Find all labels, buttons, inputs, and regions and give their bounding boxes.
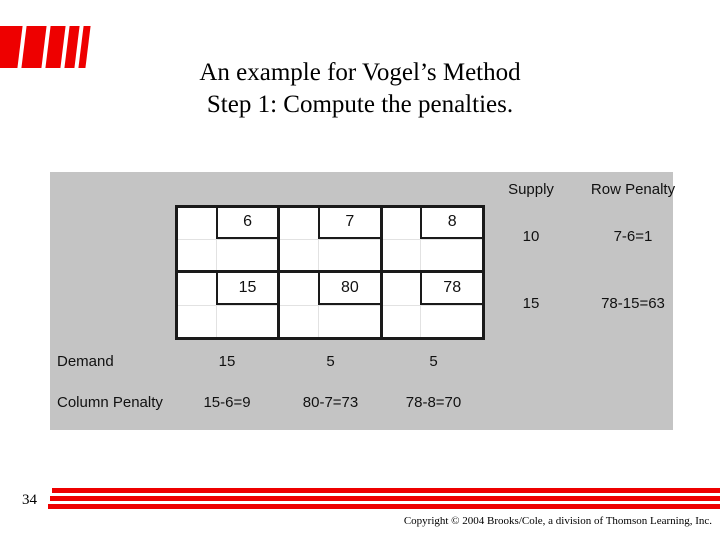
grid-cell[interactable]: 78 <box>382 272 482 337</box>
column-penalty-row-label: Column Penalty <box>57 394 163 411</box>
grid-cell[interactable]: 7 <box>280 208 383 270</box>
slide-number: 34 <box>22 492 37 508</box>
supply-column-header: Supply <box>508 181 554 198</box>
grid-cell[interactable]: 15 <box>178 272 281 337</box>
cell-vline <box>420 238 422 270</box>
demand-value: 5 <box>326 353 335 370</box>
footer-bar-1 <box>52 488 720 493</box>
cost-value: 7 <box>318 208 380 239</box>
supply-value: 15 <box>522 295 540 312</box>
demand-value: 5 <box>429 353 438 370</box>
grid-cell[interactable]: 8 <box>382 208 482 270</box>
cost-value: 78 <box>420 272 482 305</box>
grid-row: 15 80 78 <box>178 272 482 337</box>
cost-value: 15 <box>215 272 278 305</box>
demand-value: 15 <box>218 353 236 370</box>
footer-bar-3 <box>48 504 720 509</box>
cost-grid: 6 7 8 15 80 <box>175 205 485 340</box>
supply-value: 10 <box>522 228 540 245</box>
footer-accent-bars <box>48 488 720 514</box>
cell-vline <box>318 304 320 337</box>
slide-title-line-2: Step 1: Compute the penalties. <box>206 91 514 118</box>
column-penalty-value: 15-6=9 <box>203 394 251 411</box>
cell-vline <box>318 238 320 270</box>
slide-title-line-1: An example for Vogel’s Method <box>199 59 521 86</box>
tableau-panel: Supply Row Penalty 6 7 8 1 <box>50 172 675 430</box>
cell-vline <box>420 304 422 337</box>
cell-midline <box>178 304 278 306</box>
cell-midline <box>382 238 482 240</box>
grid-cell[interactable]: 80 <box>280 272 383 337</box>
logo-bar-1 <box>0 26 23 68</box>
row-penalty-value: 78-15=63 <box>601 295 665 312</box>
column-penalty-value: 78-8=70 <box>405 394 462 411</box>
cell-midline <box>382 304 482 306</box>
cell-midline <box>280 238 380 240</box>
copyright-notice: Copyright © 2004 Brooks/Cole, a division… <box>403 515 712 527</box>
cost-value: 80 <box>318 272 380 305</box>
slide-title: An example for Vogel’s Method Step 1: Co… <box>60 57 660 121</box>
cell-midline <box>280 304 380 306</box>
row-penalty-column-header: Row Penalty <box>590 181 676 198</box>
logo-bar-2 <box>21 26 47 68</box>
demand-row-label: Demand <box>57 353 114 370</box>
grid-row: 6 7 8 <box>178 208 482 273</box>
cell-vline <box>215 304 217 337</box>
cost-value: 8 <box>420 208 482 239</box>
cell-vline <box>215 238 217 270</box>
row-penalty-value: 7-6=1 <box>613 228 653 245</box>
grid-cell[interactable]: 6 <box>178 208 281 270</box>
cell-midline <box>178 238 278 240</box>
footer-bar-2 <box>50 496 720 501</box>
column-penalty-value: 80-7=73 <box>302 394 359 411</box>
cost-value: 6 <box>215 208 278 239</box>
